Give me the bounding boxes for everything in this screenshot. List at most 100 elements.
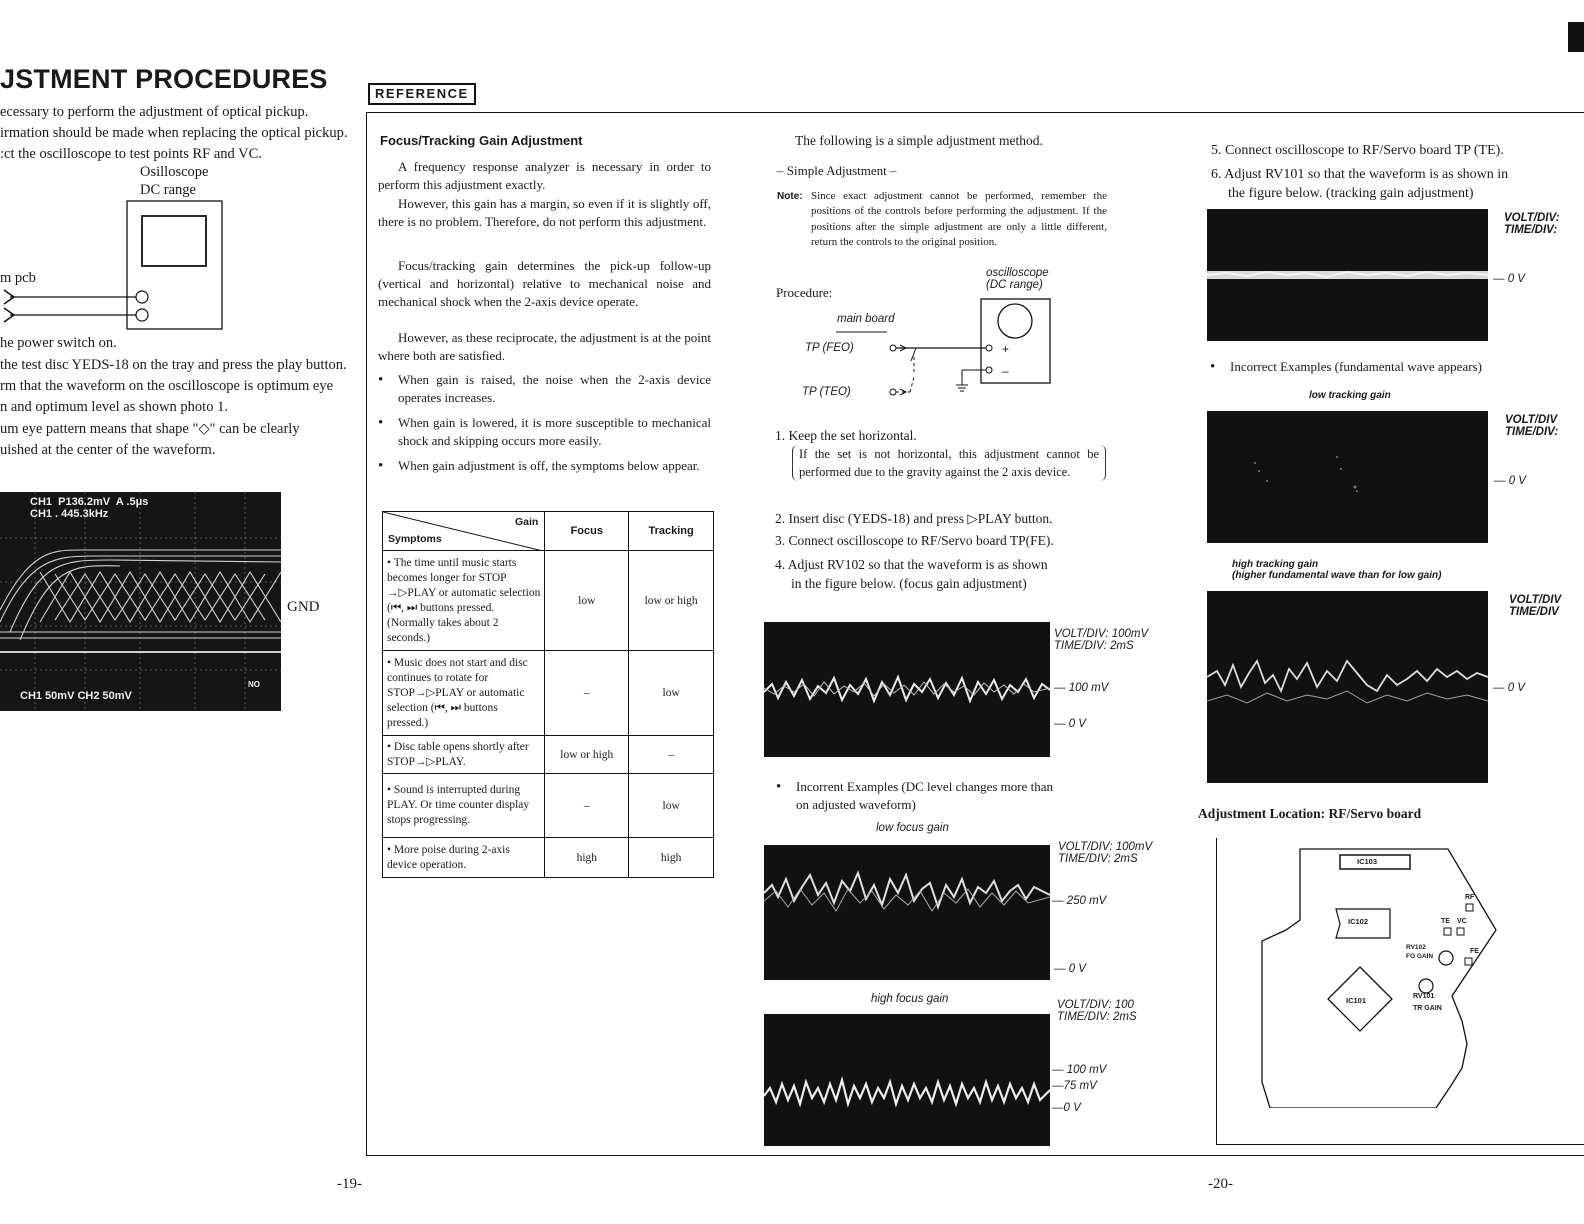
wave2-level-1: — 250 mV xyxy=(1052,895,1107,907)
focus-paragraph-3: Focus/tracking gain determines the pick-… xyxy=(378,258,711,309)
focus-bullet-1-text: When gain is raised, the noise when the … xyxy=(398,372,711,405)
pcb-label: m pcb xyxy=(0,270,36,286)
table-corner-cell: Gain Symptoms xyxy=(381,511,546,551)
wave3-time-div: TIME/DIV: 2mS xyxy=(1057,1011,1137,1023)
corner-symptoms-label: Symptoms xyxy=(388,533,442,545)
minus-terminal-label: – xyxy=(1002,364,1009,378)
step-line-6: uished at the center of the waveform. xyxy=(0,442,216,458)
symptom-cell: • More poise during 2-axis device operat… xyxy=(381,837,546,878)
wave1-level-1-text: 100 mV xyxy=(1068,682,1109,694)
photo-readout-4: NO xyxy=(248,680,260,689)
rv101-label: RV101 xyxy=(1413,993,1435,1000)
wave1-volt-div: VOLT/DIV: 100mV xyxy=(1054,628,1149,640)
focus-bullet-1: •When gain is raised, the noise when the… xyxy=(378,372,711,405)
wave2-volt-div: VOLT/DIV: 100mV xyxy=(1058,841,1153,853)
wave3-level-1-text: 100 mV xyxy=(1066,1064,1107,1076)
reference-tag: REFERENCE xyxy=(368,83,476,105)
main-board-label: main board xyxy=(837,313,895,325)
waveA-level: — 0 V xyxy=(1493,273,1525,285)
plus-terminal-label: + xyxy=(1002,342,1010,356)
wave2-level-2-text: 0 V xyxy=(1068,963,1086,975)
symptom-cell: • Disc table opens shortly after STOP→▷P… xyxy=(381,735,546,774)
simple-step-4a: 4. Adjust RV102 so that the waveform is … xyxy=(775,557,1048,572)
wave1-level-2-text: 0 V xyxy=(1068,718,1086,730)
wave1-time-div: TIME/DIV: 2mS xyxy=(1054,640,1134,652)
incorrect-focus-bullet: • Incorrent Examples (DC level changes m… xyxy=(776,779,1054,812)
step-line-3: rm that the waveform on the oscilloscope… xyxy=(0,378,334,394)
page-edge-tab xyxy=(1568,22,1584,52)
table-row: • More poise during 2-axis device operat… xyxy=(381,837,714,878)
wave3-level-3-text: 0 V xyxy=(1063,1102,1081,1114)
waveA-time-div: TIME/DIV: xyxy=(1504,224,1558,236)
photo-readout-3: CH1 50mV CH2 50mV xyxy=(20,690,132,702)
procedure-diagram xyxy=(836,298,1051,396)
tracking-step-6b: the figure below. (tracking gain adjustm… xyxy=(1228,186,1474,201)
symptoms-table: Gain Symptoms Focus Tracking • The time … xyxy=(381,511,714,878)
simple-step-1: 1. Keep the set horizontal. xyxy=(775,428,917,443)
adjustment-location: Adjustment Location: RF/Servo board xyxy=(1198,806,1422,821)
simple-step-3: 3. Connect oscilloscope to RF/Servo boar… xyxy=(775,533,1054,548)
high-tracking-label-1: high tracking gain xyxy=(1232,559,1319,570)
waveC-level-text: 0 V xyxy=(1507,682,1525,694)
note-text: Since exact adjustment cannot be perform… xyxy=(811,190,1107,248)
simple-intro: The following is a simple adjustment met… xyxy=(795,133,1043,148)
high-focus-waveform xyxy=(764,1014,1050,1146)
waveC-level: — 0 V xyxy=(1493,682,1525,694)
ic101-label: IC101 xyxy=(1346,996,1367,1005)
frame-bottom-rule xyxy=(366,1155,1584,1156)
waveA-volt-div: VOLT/DIV: xyxy=(1504,212,1560,224)
simple-step-1-note: If the set is not horizontal, this adjus… xyxy=(792,445,1106,481)
eye-pattern-photo: CH1 P136.2mV A .5μs CH1 . 445.3kHz CH1 5… xyxy=(0,492,281,711)
low-focus-waveform xyxy=(764,845,1050,980)
table-row: • Disc table opens shortly after STOP→▷P… xyxy=(381,735,714,774)
simple-step-4b: in the figure below. (focus gain adjustm… xyxy=(791,576,1027,591)
focus-bullet-3: •When gain adjustment is off, the sympto… xyxy=(378,457,711,475)
wave1-level-2: — 0 V xyxy=(1054,718,1086,730)
rv102-label: RV102 xyxy=(1406,944,1426,951)
table-row: • Sound is interrupted during PLAY. Or t… xyxy=(381,773,714,838)
waveC-volt-div: VOLT/DIV xyxy=(1509,594,1562,606)
incorrect-focus-line-2: on adjusted waveform) xyxy=(796,797,916,812)
incorrect-focus-line-1: Incorrent Examples (DC level changes mor… xyxy=(796,779,1054,794)
table-row: • Music does not start and disc continue… xyxy=(381,650,714,736)
symptom-cell: • Sound is interrupted during PLAY. Or t… xyxy=(381,773,546,838)
scope-label-1: Osilloscope xyxy=(140,164,209,180)
tracking-cell: high xyxy=(628,837,714,878)
tracking-cell: low xyxy=(628,773,714,838)
procedure-label: Procedure: xyxy=(776,285,833,300)
wave3-level-3: —0 V xyxy=(1052,1102,1081,1114)
rf-test-point-label: RF xyxy=(1465,894,1475,901)
waveB-volt-div: VOLT/DIV xyxy=(1505,414,1558,426)
focus-cell: – xyxy=(544,773,630,838)
gnd-label: GND xyxy=(287,599,320,615)
board-frame xyxy=(1216,838,1584,1145)
waveB-time-div: TIME/DIV: xyxy=(1505,426,1559,438)
waveA-level-text: 0 V xyxy=(1507,273,1525,285)
focus-paragraph-2: However, this gain has a margin, so even… xyxy=(378,196,711,229)
intro-line-1: ecessary to perform the adjustment of op… xyxy=(0,104,309,120)
fo-gain-label: FO GAIN xyxy=(1406,953,1434,960)
wave2-time-div: TIME/DIV: 2mS xyxy=(1058,853,1138,865)
wave3-volt-div: VOLT/DIV: 100 xyxy=(1057,999,1134,1011)
low-tracking-waveform xyxy=(1207,411,1488,543)
osc-label-2: (DC range) xyxy=(986,279,1043,291)
focus-cell: low or high xyxy=(544,735,630,774)
fe-test-point-label: FE xyxy=(1470,948,1479,955)
page-number-20: -20- xyxy=(1208,1176,1233,1192)
low-tracking-label: low tracking gain xyxy=(1309,390,1391,401)
page-number-19: -19- xyxy=(337,1176,362,1192)
intro-line-2: irmation should be made when replacing t… xyxy=(0,125,348,141)
waveB-level: — 0 V xyxy=(1494,475,1526,487)
photo-readout-1: CH1 P136.2mV A .5μs xyxy=(30,496,149,508)
incorrect-tracking-text: Incorrect Examples (fundamental wave app… xyxy=(1230,359,1482,374)
high-tracking-label-2: (higher fundamental wave than for low ga… xyxy=(1232,570,1442,581)
frame-top-rule xyxy=(366,112,1584,113)
wave3-level-1: — 100 mV xyxy=(1052,1064,1107,1076)
step-line-4: n and optimum level as shown photo 1. xyxy=(0,399,228,415)
wave1-level-1: — 100 mV xyxy=(1054,682,1109,694)
focus-section-title: Focus/Tracking Gain Adjustment xyxy=(380,133,583,148)
page-heading: JSTMENT PROCEDURES xyxy=(0,64,328,94)
table-header-row: Gain Symptoms Focus Tracking xyxy=(381,511,714,551)
vc-test-point-label: VC xyxy=(1457,918,1467,925)
step-line-1: he power switch on. xyxy=(0,335,117,351)
